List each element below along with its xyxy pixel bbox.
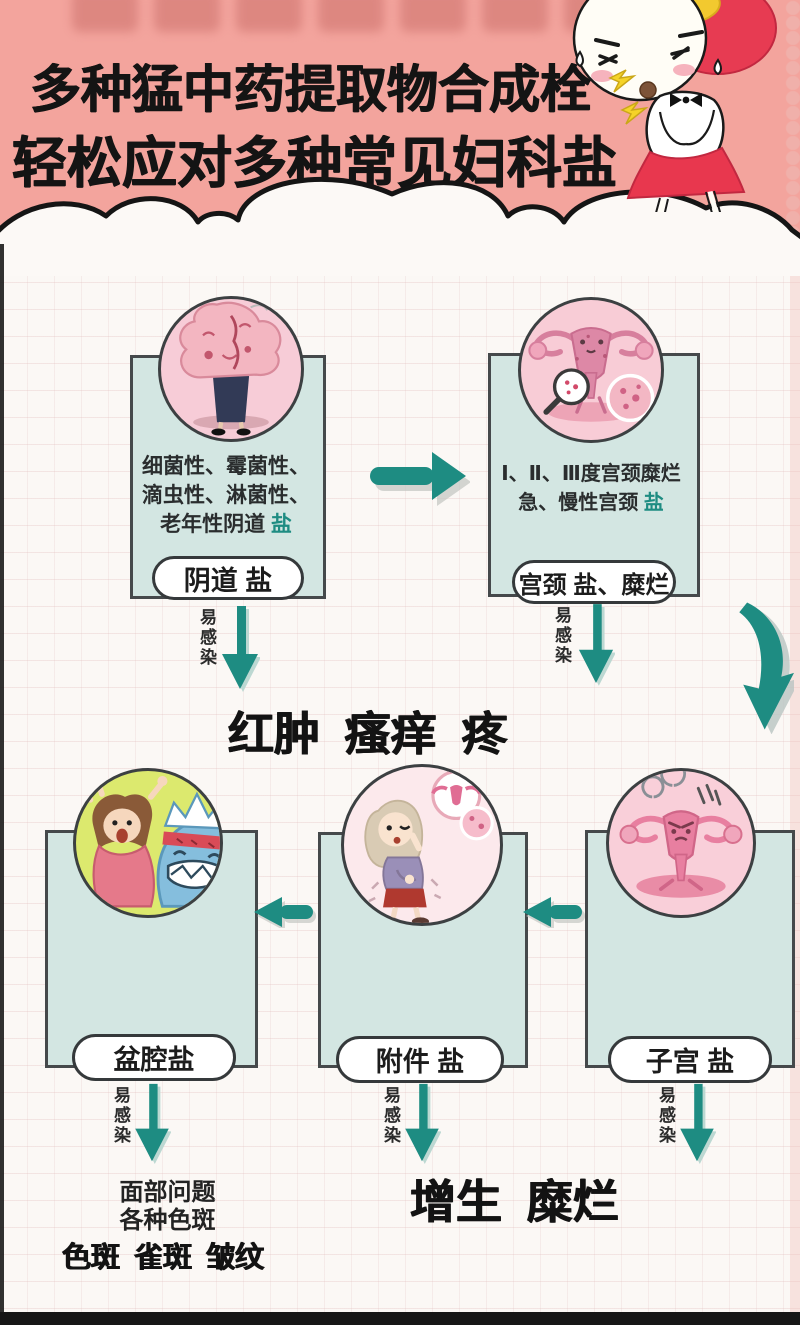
bottom-border-bar (0, 1312, 800, 1325)
easy-infection-label: 易感染 (111, 1086, 130, 1146)
pelvic-outcome-big: 色斑 雀斑 皱纹 (62, 1242, 265, 1274)
symptom-text-row2: 增生 糜烂 (410, 1176, 619, 1228)
arrow-down-icon (133, 1082, 171, 1164)
arrow-down-icon (220, 604, 260, 692)
uterus-illustration-icon (606, 768, 756, 918)
pelvic-illustration-icon (73, 768, 223, 918)
pelvic-label-pill: 盆腔盐 (72, 1034, 236, 1081)
right-edge-tint (790, 250, 800, 1312)
arrow-down-icon (577, 602, 615, 686)
arrow-curved-down-icon (710, 600, 794, 734)
arrow-down-icon (678, 1082, 716, 1164)
cropped-banner-text (72, 0, 630, 32)
adnexa-illustration-icon (341, 764, 503, 926)
easy-infection-label: 易感染 (381, 1086, 400, 1146)
cervical-types-text: Ⅰ、Ⅱ、Ⅲ度宫颈糜烂 急、慢性宫颈 盐 (501, 463, 681, 514)
arrow-left-icon (254, 896, 316, 928)
easy-infection-label: 易感染 (552, 606, 571, 666)
pelvic-outcome-line2: 各种色斑 (119, 1207, 216, 1234)
distressed-girl-mascot-icon (568, 0, 800, 212)
headline-line1: 多种猛中药提取物合成栓 (30, 61, 592, 118)
arrow-right-icon (366, 446, 470, 506)
left-border-line (0, 244, 4, 1325)
arrow-left-icon (523, 896, 585, 928)
vaginitis-types-text: 细菌性、霉菌性、 滴虫性、淋菌性、 老年性阴道 盐 (142, 455, 310, 536)
cloud-border (0, 176, 800, 276)
arrow-down-icon (403, 1082, 441, 1164)
cervical-label-pill: 宫颈 盐、糜烂 (512, 560, 676, 604)
symptom-text-row1: 红肿 瘙痒 疼 (228, 708, 508, 760)
vaginitis-illustration-icon (158, 296, 304, 442)
cervical-illustration-icon (518, 297, 664, 443)
easy-infection-label: 易感染 (656, 1086, 675, 1146)
pelvic-outcome-line1: 面部问题 (119, 1179, 216, 1206)
uterus-label-pill: 子宫 盐 (608, 1036, 772, 1083)
easy-infection-label: 易感染 (197, 608, 216, 668)
scalloped-edge-decoration (784, 0, 800, 250)
vaginitis-label-pill: 阴道 盐 (152, 556, 304, 600)
adnexa-label-pill: 附件 盐 (336, 1036, 504, 1083)
